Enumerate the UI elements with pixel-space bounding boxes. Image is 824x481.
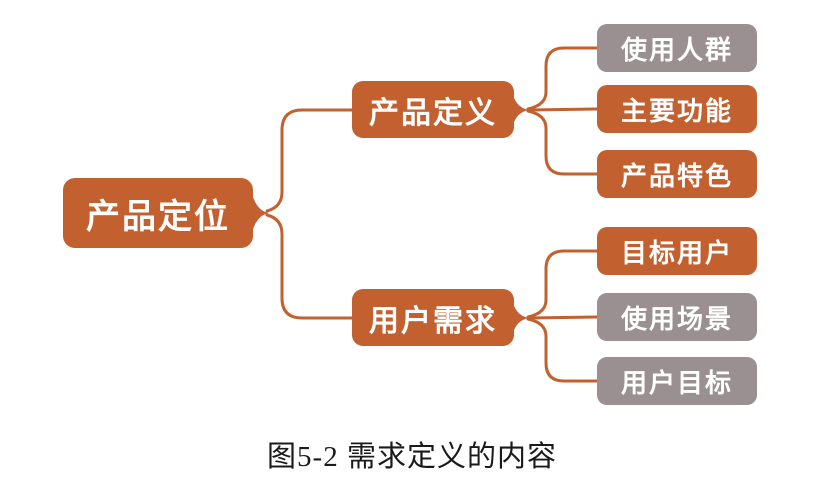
connector-needs-to-target-users bbox=[526, 249, 599, 319]
user-needs-arrow-tip bbox=[513, 303, 529, 333]
node-user-goals-label: 用户目标 bbox=[620, 367, 733, 398]
node-product-positioning-label: 产品定位 bbox=[86, 197, 230, 236]
node-user-groups: 使用人群 bbox=[597, 24, 757, 72]
connector-definition-to-user-groups bbox=[526, 46, 599, 111]
connector-definition-to-product-features bbox=[526, 109, 599, 176]
node-user-goals: 用户目标 bbox=[597, 357, 757, 405]
node-user-groups-label: 使用人群 bbox=[620, 34, 733, 65]
node-usage-scenarios: 使用场景 bbox=[597, 293, 757, 341]
node-main-functions-label: 主要功能 bbox=[620, 95, 733, 126]
node-usage-scenarios-label: 使用场景 bbox=[620, 303, 733, 334]
node-main-functions: 主要功能 bbox=[597, 85, 757, 133]
node-product-definition: 产品定义 bbox=[352, 81, 514, 138]
connector-root-to-product-definition bbox=[265, 108, 354, 213]
connector-needs-to-user-goals bbox=[526, 317, 599, 383]
figure-caption: 图5-2 需求定义的内容 bbox=[267, 441, 557, 473]
connector-root-to-user-needs bbox=[265, 213, 354, 320]
connector-definition-to-main-functions bbox=[526, 107, 599, 112]
root-arrow-tip bbox=[252, 194, 269, 232]
node-user-needs: 用户需求 bbox=[352, 289, 514, 346]
node-target-users-label: 目标用户 bbox=[620, 237, 733, 268]
node-product-features: 产品特色 bbox=[597, 150, 757, 198]
node-product-features-label: 产品特色 bbox=[620, 160, 733, 191]
product-definition-arrow-tip bbox=[513, 95, 529, 125]
node-product-definition-label: 产品定义 bbox=[369, 96, 497, 130]
node-target-users: 目标用户 bbox=[597, 227, 757, 275]
node-product-positioning: 产品定位 bbox=[63, 178, 253, 248]
node-user-needs-label: 用户需求 bbox=[369, 304, 497, 338]
connector-needs-to-usage-scenarios bbox=[526, 315, 599, 320]
